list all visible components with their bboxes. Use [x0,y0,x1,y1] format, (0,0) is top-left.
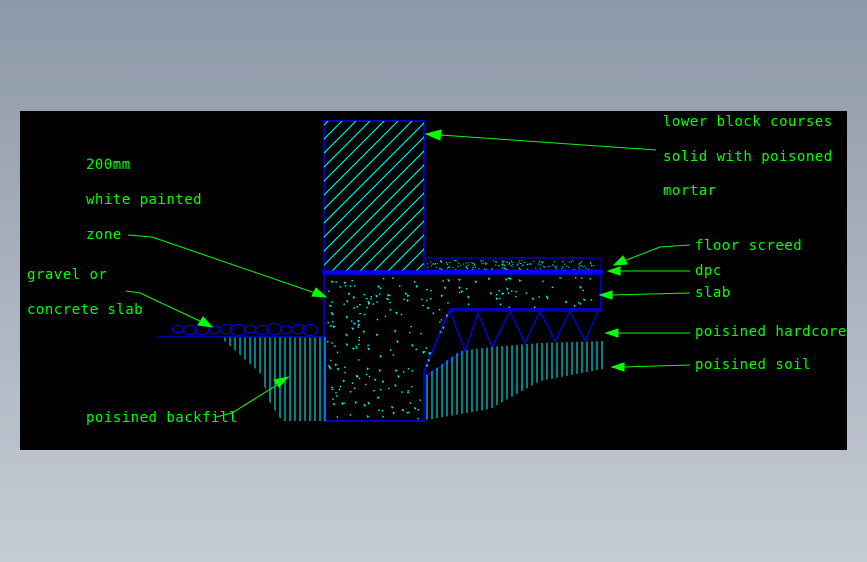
label-backfill: poisined backfill [86,410,238,426]
leader-gravel [125,290,214,328]
label-zone-line1: 200mm [86,157,131,173]
label-lower-block-line2: solid with poisoned [663,149,833,165]
label-zone-line2: white painted [86,192,202,208]
label-gravel-line1: gravel or [27,267,107,283]
leader-lower-block [424,129,657,151]
poisoned-soil-hatch [282,341,603,421]
leader-slab [598,290,691,300]
label-lower-block-line1: lower block courses [663,114,833,130]
leader-dpc [606,266,690,276]
block-wall [323,120,425,272]
foundation-section-drawing: lower block courses solid with poisoned … [27,114,847,426]
label-floor-screed: floor screed [695,238,802,254]
label-lower-block-line3: mortar [663,183,717,199]
leader-hardcore [604,328,690,338]
label-hardcore: poisined hardcore [695,324,847,340]
leader-soil [610,362,691,372]
hardcore-layer [423,309,601,378]
label-soil: poisined soil [695,357,811,373]
leader-white-zone [127,234,328,298]
label-slab: slab [695,285,731,301]
gravel-layer [158,322,324,338]
leader-floor-screed [612,244,691,266]
label-gravel-line2: concrete slab [27,302,143,318]
floor-screed [423,257,602,271]
leader-backfill [215,376,290,418]
concrete-slab [323,273,602,422]
label-zone-line3: zone [86,227,122,243]
drawing-canvas: lower block courses solid with poisoned … [20,111,847,450]
label-dpc: dpc [695,263,722,279]
